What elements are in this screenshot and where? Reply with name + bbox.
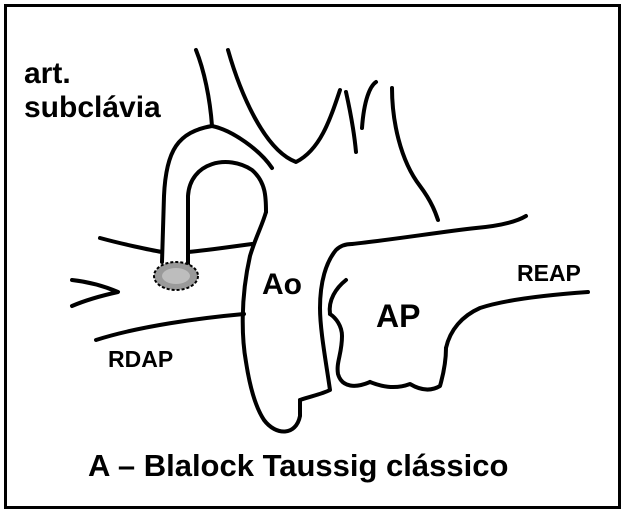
left-subclavian-vessel [362,82,376,128]
pulmonary-artery-label: AP [376,298,420,335]
reap-label: REAP [517,260,581,287]
aortic-arch-right [392,88,438,220]
reap-lower-wall [446,292,588,348]
pulmonary-bottom-wall [370,348,446,390]
figure-caption: A – Blalock Taussig clássico [88,448,508,484]
flow-arrow [72,280,118,306]
rdap-upper-wall-right [188,244,252,252]
anastomosis-site [154,262,198,290]
subclavian-label-line2: subclávia [24,92,161,124]
pulmonary-left-lobe [330,314,370,386]
subclavian-label-line1: art. [24,58,71,90]
brachiocephalic-vessel-top [228,50,340,162]
rdap-lower-wall [96,314,244,340]
carotid-vessel [346,92,356,152]
rdap-upper-wall [100,238,162,252]
rdap-label: RDAP [108,346,173,373]
pulmonary-inner-notch [330,280,346,314]
aorta-right-wall [300,244,352,400]
aorta-label: Ao [262,268,302,302]
